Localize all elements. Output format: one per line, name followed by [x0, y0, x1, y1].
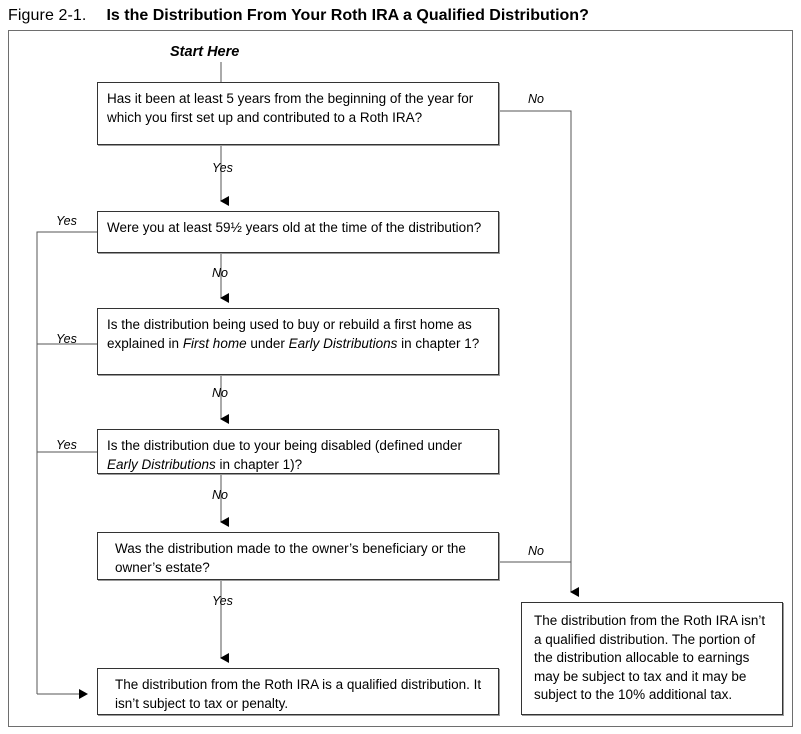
outcome-box-qualified-distribution: The distribution from the Roth IRA is a …: [97, 668, 499, 715]
decision-box-first-home: Is the distribution being used to buy or…: [97, 308, 499, 375]
figure-number: Figure 2-1.: [8, 7, 87, 24]
first-home-text-lead: Is the distribution being used to buy or…: [107, 317, 472, 351]
decision-text-beneficiary-or-estate: Was the distribution made to the owner’s…: [115, 541, 466, 575]
edge-label-no-five-year: No: [528, 92, 544, 106]
outcome-text-qualified-distribution: The distribution from the Roth IRA is a …: [115, 677, 482, 711]
decision-box-five-year-rule: Has it been at least 5 years from the be…: [97, 82, 499, 145]
decision-text-five-year-rule: Has it been at least 5 years from the be…: [107, 91, 474, 125]
edge-label-no-disabled: No: [212, 488, 228, 502]
edge-label-no-age: No: [212, 266, 228, 280]
decision-box-disabled: Is the distribution due to your being di…: [97, 429, 499, 474]
edge-label-yes-beneficiary: Yes: [212, 594, 233, 608]
edge-label-yes-five-year: Yes: [212, 161, 233, 175]
figure-title: Figure 2-1. Is the Distribution From You…: [8, 4, 793, 28]
outcome-text-not-qualified-distribution: The distribution from the Roth IRA isn’t…: [534, 613, 766, 702]
edge-label-no-beneficiary: No: [528, 544, 544, 558]
disabled-text-tail: in chapter 1)?: [215, 456, 303, 472]
first-home-text-under: under: [246, 335, 289, 351]
edge-label-no-first-home: No: [212, 386, 228, 400]
first-home-italic-first-home: First home: [182, 335, 247, 351]
figure-caption: Is the Distribution From Your Roth IRA a…: [106, 7, 589, 24]
start-here-label: Start Here: [170, 44, 240, 60]
decision-text-first-home: Is the distribution being used to buy or…: [107, 316, 489, 353]
decision-box-age-59-and-a-half: Were you at least 59½ years old at the t…: [97, 211, 499, 253]
decision-text-age-59-and-a-half: Were you at least 59½ years old at the t…: [107, 220, 482, 235]
first-home-text-tail: in chapter 1?: [397, 335, 480, 351]
disabled-text-lead: Is the distribution due to your being di…: [107, 438, 462, 453]
outcome-box-not-qualified-distribution: The distribution from the Roth IRA isn’t…: [521, 602, 783, 715]
decision-text-disabled: Is the distribution due to your being di…: [107, 437, 489, 474]
disabled-italic-early-distributions: Early Distributions: [107, 456, 216, 472]
decision-box-beneficiary-or-estate: Was the distribution made to the owner’s…: [97, 532, 499, 580]
edge-label-yes-disabled: Yes: [56, 438, 77, 452]
first-home-italic-early-distributions: Early Distributions: [288, 335, 398, 351]
edge-label-yes-first-home: Yes: [56, 332, 77, 346]
edge-label-yes-age: Yes: [56, 214, 77, 228]
